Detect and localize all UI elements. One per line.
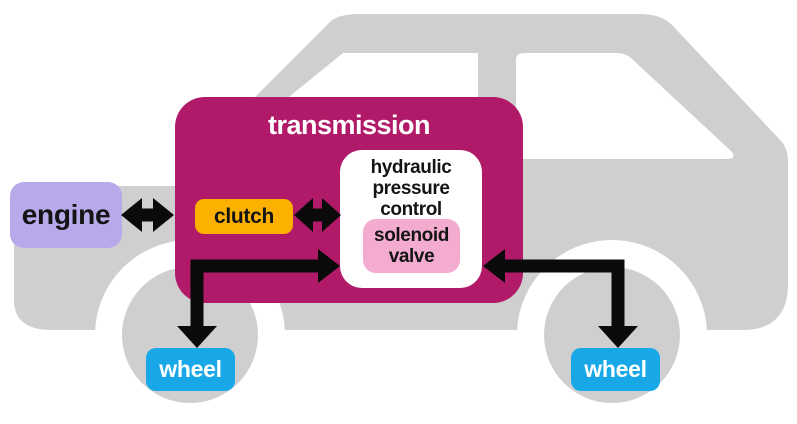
wheel-right-label: wheel <box>584 356 647 382</box>
engine-label: engine <box>21 199 111 230</box>
hydraulic-pressure-control-label: hydraulic pressure control <box>370 157 452 220</box>
car-window-rear <box>516 53 734 159</box>
clutch-label: clutch <box>213 204 275 228</box>
solenoid-valve-label: solenoid valve <box>374 225 449 267</box>
double-arrow-clutch-hydraulic <box>294 198 341 232</box>
solenoid-valve-node: solenoid valve <box>363 219 460 273</box>
hydraulic-pressure-control-node: hydraulic pressure control solenoid valv… <box>340 150 482 288</box>
wheel-right-node: wheel <box>571 348 660 391</box>
elbow-arrow-hydraulic-wheel-left <box>177 249 340 348</box>
elbow-arrow-hydraulic-wheel-right <box>483 249 638 348</box>
transmission-label: transmission <box>267 110 431 140</box>
double-arrow-engine-clutch <box>121 198 174 232</box>
engine-node: engine <box>10 182 122 248</box>
wheel-left-node: wheel <box>146 348 235 391</box>
wheel-left-label: wheel <box>159 356 222 382</box>
clutch-node: clutch <box>195 199 293 234</box>
